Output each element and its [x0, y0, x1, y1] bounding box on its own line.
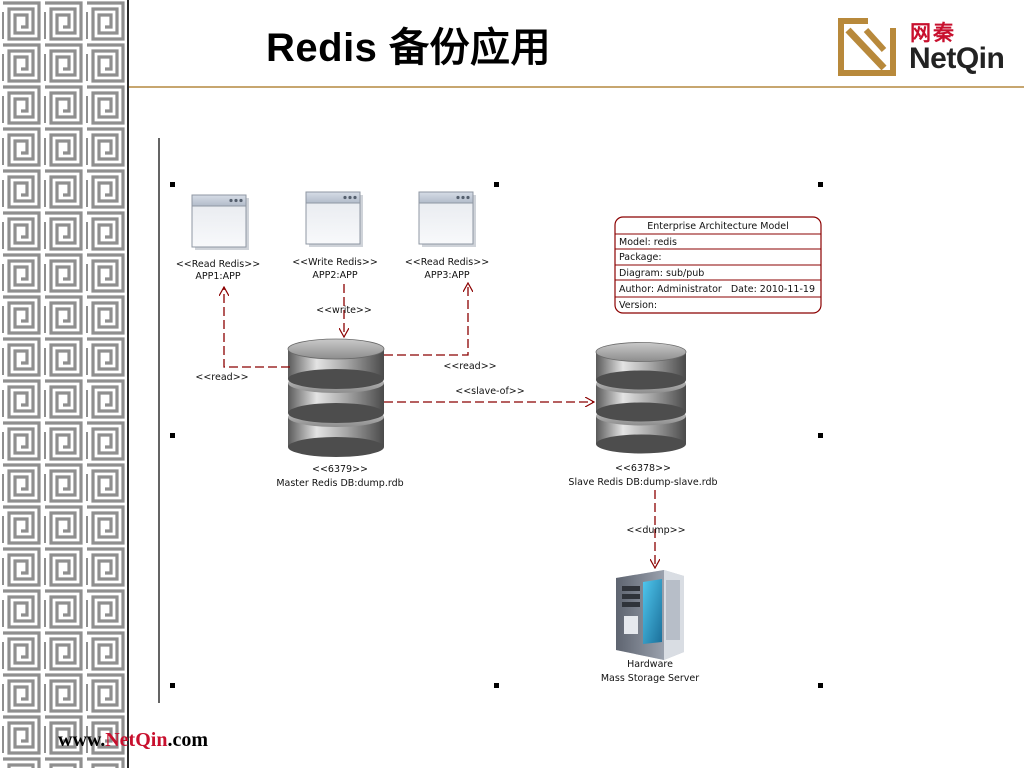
app2-window-icon — [305, 191, 363, 247]
edge-dump-label: <<dump>> — [626, 525, 685, 536]
slave-db-name: Slave Redis DB:dump-slave.rdb — [568, 477, 717, 488]
logo-mark-icon — [838, 18, 896, 76]
slave-db-stereotype: <<6378>> — [615, 463, 671, 474]
model-info-row: Diagram: sub/pub — [619, 268, 704, 279]
app2-stereotype: <<Write Redis>> — [292, 257, 378, 268]
selection-handles — [170, 182, 823, 688]
header-rule — [129, 86, 1024, 88]
footer-url-suffix: .com — [167, 729, 208, 751]
netqin-logo: 网秦 NetQin — [838, 17, 1018, 77]
model-info-box: Enterprise Architecture Model Model: red… — [614, 216, 822, 314]
slave-db-icon — [595, 342, 687, 454]
app1-window-icon — [191, 194, 249, 250]
app2-name: APP2:APP — [312, 270, 357, 281]
master-db-name: Master Redis DB:dump.rdb — [276, 478, 403, 489]
footer-url[interactable]: www.NetQin.com — [58, 729, 208, 752]
app3-name: APP3:APP — [424, 270, 469, 281]
model-info-header: Enterprise Architecture Model — [647, 221, 789, 232]
logo-chinese-text: 网秦 — [910, 21, 956, 45]
app1-name: APP1:APP — [195, 271, 240, 282]
slide-title: Redis 备份应用 — [266, 26, 552, 70]
hardware-label: Hardware — [627, 659, 673, 670]
mass-storage-label: Mass Storage Server — [601, 673, 699, 684]
master-db-stereotype: <<6379>> — [312, 464, 368, 475]
edge-read-right-label: <<read>> — [443, 361, 496, 372]
app3-stereotype: <<Read Redis>> — [405, 257, 489, 268]
decorative-border-strip — [0, 0, 127, 768]
model-info-row: Model: redis — [619, 237, 677, 248]
model-info-row: Package: — [619, 252, 662, 263]
model-info-row: Version: — [619, 300, 657, 311]
footer-url-prefix: www. — [58, 729, 106, 751]
edge-read-left — [224, 287, 290, 368]
app3-window-icon — [418, 191, 476, 247]
logo-english-text: NetQin — [909, 42, 1005, 75]
master-db-icon — [287, 338, 385, 457]
edge-slave-of-label: <<slave-of>> — [455, 386, 524, 397]
app1-stereotype: <<Read Redis>> — [176, 259, 260, 270]
storage-server-icon — [616, 570, 684, 660]
edge-write-label: <<write>> — [316, 305, 372, 316]
vertical-divider — [127, 0, 129, 768]
edge-read-left-label: <<read>> — [195, 372, 248, 383]
edge-read-right — [384, 283, 468, 356]
footer-url-brand: NetQin — [105, 729, 168, 751]
model-info-row: Author: Administrator Date: 2010-11-19 — [619, 284, 815, 295]
